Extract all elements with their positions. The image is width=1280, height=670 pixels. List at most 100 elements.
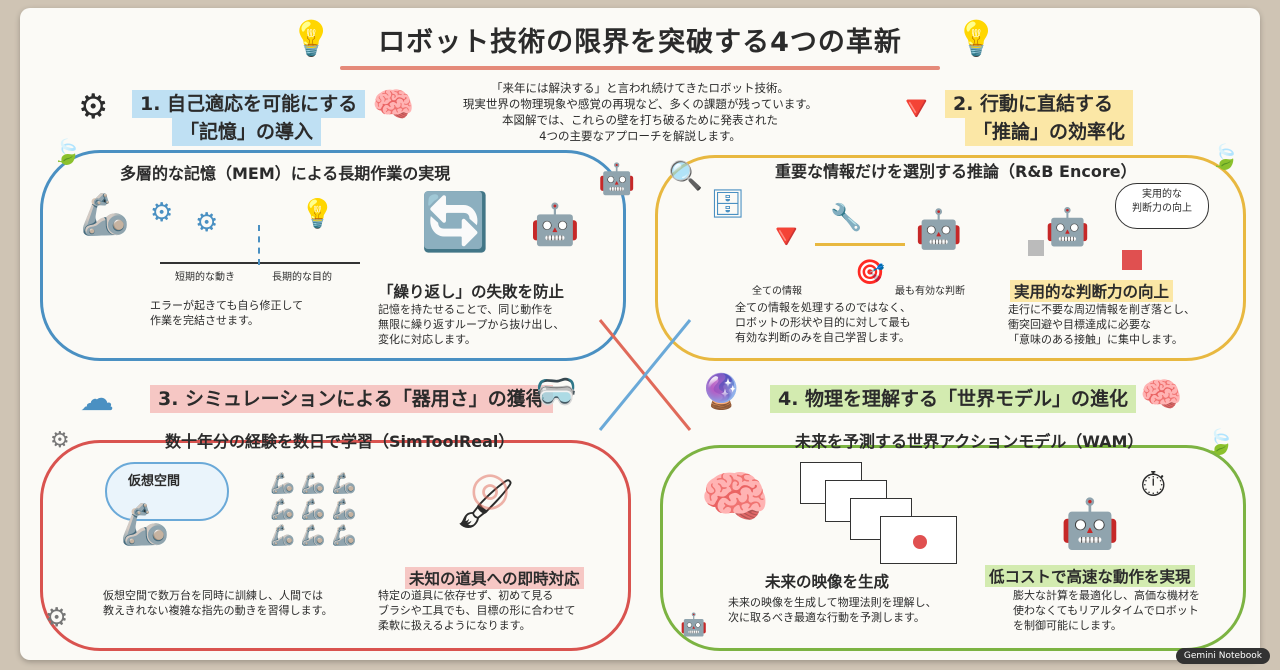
brain-icon: 🧠: [372, 85, 415, 125]
section-3-title: 3. シミュレーションによる「器用さ」の獲得: [150, 385, 553, 413]
funnel-icon: 🔻: [895, 89, 938, 129]
caption-line: 教えきれない複雑な指先の動きを習得します。: [103, 604, 333, 617]
section-4-point1-title: 未来の映像を生成: [765, 573, 890, 591]
text-line: 膨大な計算を最適化し、高価な機材を: [1013, 589, 1200, 602]
robot-head-icon: 🤖: [915, 207, 963, 251]
section-3-subtitle: 数十年分の経験を数日で学習（SimToolReal）: [165, 432, 515, 451]
gear-head-icon: ⚙: [78, 87, 109, 127]
target-icon: 🎯: [855, 258, 885, 286]
text-line: 走行に不要な周辺情報を削ぎ落とし、: [1008, 303, 1195, 316]
section-1-frame: [40, 150, 626, 361]
timeline-axis: [160, 262, 360, 264]
section-4-frame: [660, 445, 1246, 651]
label-virtual-space: 仮想空間: [128, 474, 181, 489]
robot-walking-icon: 🤖: [530, 202, 580, 248]
leaf-icon: 🍃: [1205, 428, 1235, 456]
section-1-title-line2: 「記憶」の導入: [172, 118, 322, 146]
gear-icon: ⚙: [45, 603, 69, 633]
robot-head-icon: 🤖: [680, 613, 708, 638]
caption-line: 全ての情報を処理するのではなく、: [735, 301, 911, 314]
text-line: 無限に繰り返すループから抜け出し、: [378, 318, 565, 331]
section-4-point2-text: 膨大な計算を最適化し、高価な機材を 使わなくてもリアルタイムでロボット を制御可…: [1013, 588, 1200, 633]
tools-icon: 🔧: [830, 203, 863, 233]
section-2-frame: [655, 155, 1246, 361]
caption-line: 作業を完結させます。: [150, 314, 259, 327]
running-robot-icon: 🤖: [1060, 496, 1120, 552]
section-3-caption: 仮想空間で数万台を同時に訓練し、人間では 教えきれない複雑な指先の動きを習得しま…: [103, 588, 333, 618]
section-4-point2-title: 低コストで高速な動作を実現: [985, 565, 1195, 587]
title-underline: [340, 66, 940, 70]
target-icon: ◎: [470, 461, 511, 515]
section-2-point-text: 走行に不要な周辺情報を削ぎ落とし、 衝突回避や目標達成に必要な 「意味のある接触…: [1008, 302, 1195, 347]
text-line: 使わなくてもリアルタイムでロボット: [1013, 604, 1199, 617]
bubble-line: 実用的な: [1142, 189, 1182, 200]
section-4-title: 4. 物理を理解する「世界モデル」の進化: [770, 385, 1137, 413]
caption-line: 仮想空間で数万台を同時に訓練し、人間では: [103, 589, 323, 602]
bubble-line: 判断力の向上: [1132, 203, 1192, 214]
text-line: ブラシや工具でも、目標の形に合わせて: [378, 604, 576, 617]
intro-line: 本図解では、これらの壁を打ち破るために発表された: [502, 113, 778, 127]
caption-line: エラーが起きても自ら修正して: [150, 299, 304, 312]
page-title: ロボット技術の限界を突破する4つの革新: [378, 27, 902, 58]
brain-head-icon: 🧠: [1140, 375, 1183, 415]
leaf-icon: 🍃: [52, 138, 82, 166]
section-3-point-text: 特定の道具に依存せず、初めて見る ブラシや工具でも、目標の形に合わせて 柔軟に扱…: [378, 588, 575, 633]
robot-icon: 🤖: [598, 162, 636, 197]
section-1-title-line1: 1. 自己適応を可能にする: [132, 90, 366, 118]
robot-arm-icon: 🦾: [120, 502, 170, 548]
leaf-icon: 🍃: [1210, 143, 1240, 171]
cycle-arrows-icon: 🔄: [420, 190, 490, 255]
intro-line: 4つの主要なアプローチを解説します。: [539, 129, 741, 143]
crystal-ball-icon: 🔮: [700, 372, 743, 412]
section-2-title: 2. 行動に直結する 「推論」の効率化: [945, 90, 1134, 146]
robot-hand-brush-icon: 🖌: [455, 476, 516, 532]
section-2-title-line2: 「推論」の効率化: [965, 118, 1134, 146]
section-4-subtitle: 未来を予測する世界アクションモデル（WAM）: [795, 432, 1144, 451]
section-2-point-title: 実用的な判断力の向上: [1010, 280, 1174, 302]
text-line: を制御可能にします。: [1013, 619, 1122, 632]
database-icon: 🗄: [710, 187, 746, 220]
section-2-title-line1: 2. 行動に直結する: [945, 90, 1134, 118]
intro-text: 「来年には解決する」と言われ続けてきたロボット技術。 現実世界の物理現象や感覚の…: [410, 80, 870, 144]
timeline-divider: [258, 225, 260, 265]
cloud-icon: ☁: [80, 379, 114, 419]
text-line: 柔軟に扱えるようになります。: [378, 619, 531, 632]
section-1-title: 1. 自己適応を可能にする 「記憶」の導入: [132, 90, 366, 146]
robot-arm-icon: 🦾: [80, 192, 130, 238]
section-4-point1-text: 未来の映像を生成して物理法則を理解し、 次に取るべき最適な行動を予測します。: [728, 595, 937, 625]
section-1-point-title: 「繰り返し」の失敗を防止: [378, 283, 565, 301]
text-line: 記憶を持たせることで、同じ動作を: [378, 303, 554, 316]
text-line: 特定の道具に依存せず、初めて見る: [378, 589, 554, 602]
text-line: 未来の映像を生成して物理法則を理解し、: [728, 596, 937, 609]
lightbulb-icon: 💡: [290, 19, 333, 59]
virtual-space-cloud: [105, 462, 229, 521]
intro-line: 「来年には解決する」と言われ続けてきたロボット技術。: [490, 81, 790, 95]
text-line: 変化に対応します。: [378, 333, 476, 346]
lightbulb-icon: 💡: [300, 197, 335, 230]
vr-headset-icon: 🥽: [535, 372, 578, 412]
text-line: 衝突回避や目標達成に必要な: [1008, 318, 1151, 331]
caption-line: 有効な判断のみを自己学習します。: [735, 331, 910, 344]
obstacle-cube-icon: [1028, 240, 1044, 256]
section-3-point-title: 未知の道具への即時対応: [405, 567, 584, 589]
stopwatch-icon: ⏱: [1140, 465, 1167, 505]
speech-bubble: 実用的な 判断力の向上: [1115, 183, 1209, 229]
lightbulb-icon: 💡: [955, 19, 998, 59]
notebook-badge: Gemini Notebook: [1175, 648, 1270, 664]
gear-icon: ⚙: [150, 198, 174, 228]
intro-line: 現実世界の物理現象や感覚の再現など、多くの課題が残っています。: [462, 97, 818, 111]
section-1-subtitle: 多層的な記憶（MEM）による長期作業の実現: [120, 164, 451, 183]
section-1-caption: エラーが起きても自ら修正して 作業を完結させます。: [150, 298, 303, 328]
obstacle-cube-icon: [1122, 250, 1142, 270]
gear-icon: ⚙: [50, 428, 70, 453]
section-2-caption: 全ての情報を処理するのではなく、 ロボットの形状や目的に対して最も 有効な判断の…: [735, 300, 911, 345]
label-best-judgement: 最も有効な判断: [895, 286, 965, 297]
robot-walking-icon: 🤖: [1045, 207, 1090, 248]
frame-4: [880, 516, 957, 564]
text-line: 次に取るべき最適な行動を予測します。: [728, 611, 925, 624]
robot-swarm-icon: 🦾🦾🦾 🦾🦾🦾 🦾🦾🦾: [270, 471, 363, 547]
label-all-info: 全ての情報: [752, 286, 802, 297]
filter-arrow: [815, 243, 905, 246]
connector-arrows: [598, 319, 692, 431]
section-2-subtitle: 重要な情報だけを選別する推論（R&B Encore）: [775, 162, 1137, 181]
